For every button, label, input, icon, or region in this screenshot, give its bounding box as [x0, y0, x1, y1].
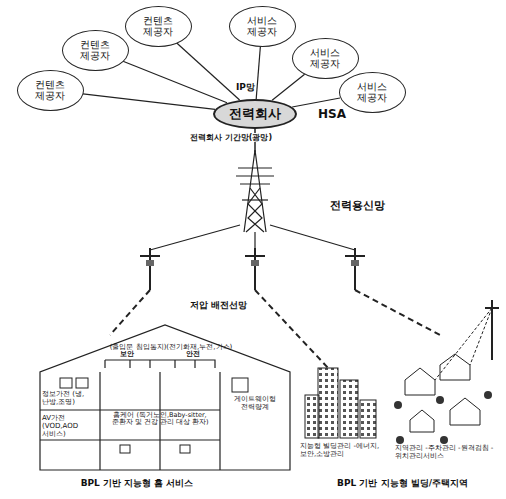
- diagram-label: 지역관리 -주차관리 -원격검침 -위치관리서비스: [395, 444, 500, 460]
- node-text: 서비스 제공자: [242, 15, 282, 38]
- diagram-label: 지능형 빌딩관리 -에너지,보안,소방관리: [300, 442, 390, 458]
- caption-label: BPL 기반 지능형 빌딩/주택지역: [305, 478, 500, 488]
- diagram-label: 게이트웨이형 전력량계: [224, 395, 286, 411]
- utility-pole: [140, 248, 365, 290]
- house: [40, 325, 290, 470]
- diagram-label: HSA: [318, 108, 346, 122]
- link-line: [292, 98, 340, 107]
- node-text: 서비스 제공자: [352, 81, 392, 104]
- network-link: [123, 61, 227, 103]
- buildings: [305, 368, 376, 438]
- link-line: [256, 46, 260, 99]
- node-text: 컨텐츠 제공자: [138, 15, 178, 38]
- link-line: [123, 61, 227, 103]
- caption-label: BPL 기반 지능형 홈 서비스: [22, 478, 252, 488]
- residential-area: [405, 300, 499, 432]
- network-link: [83, 94, 215, 109]
- provider-ellipse: 컨텐츠 제공자: [125, 6, 192, 47]
- diagram-label: 홈케어 (독거노인,Baby-sitter, 준환자 및 건강 관리 대상 환자…: [104, 412, 216, 427]
- link-line: [177, 43, 240, 100]
- node-text: 컨텐츠 제공자: [75, 39, 115, 62]
- network-link: [177, 43, 240, 100]
- node-text: 전력회사: [229, 107, 281, 122]
- provider-ellipse: 컨텐츠 제공자: [17, 70, 84, 111]
- network-link: [272, 74, 305, 100]
- diagram-label: IP망: [236, 82, 255, 92]
- transmission-tower: [236, 150, 274, 232]
- diagram-label: 전력회사 기간망(광망): [190, 133, 272, 142]
- node-text: 컨텐츠 제공자: [30, 79, 70, 102]
- provider-ellipse: 서비스 제공자: [292, 38, 359, 79]
- node-text: 서비스 제공자: [305, 47, 345, 70]
- link-line: [83, 94, 215, 109]
- link-line: [272, 74, 305, 100]
- provider-ellipse: 서비스 제공자: [339, 72, 406, 113]
- diagram-label: 안전: [186, 350, 200, 358]
- provider-ellipse: 컨텐츠 제공자: [62, 30, 129, 71]
- diagram-label: 저압 배전선망: [190, 300, 247, 310]
- company-ellipse: 전력회사: [213, 99, 297, 129]
- provider-ellipse: 서비스 제공자: [229, 6, 296, 47]
- diagram-label: 정보가전 (냉,난방,조명): [42, 390, 98, 406]
- diagram-label: 전력용신망: [330, 200, 385, 213]
- network-link: [292, 98, 340, 107]
- diagram-label: (출입문 침입통지)(전기화재,누전,가스): [96, 343, 246, 351]
- diagram-label: 보안: [120, 350, 134, 358]
- network-link: [256, 46, 260, 99]
- diagram-label: AV가전 (VOD,AOD 서비스): [42, 414, 98, 438]
